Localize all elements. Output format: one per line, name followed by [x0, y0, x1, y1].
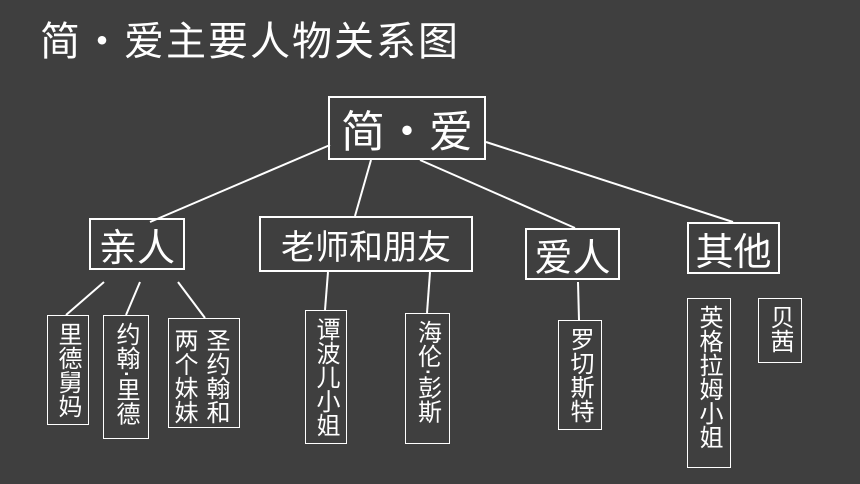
- leaf-text: 谭波儿小姐: [312, 317, 340, 437]
- leaf-text: 罗切斯特: [566, 327, 594, 423]
- category-lover: 爱人: [525, 228, 620, 280]
- root-node: 简・爱: [328, 96, 486, 160]
- link-root-relatives: [149, 144, 331, 223]
- leaf-text-st-john: 圣约翰和: [202, 328, 230, 424]
- category-others: 其他: [687, 222, 780, 274]
- leaf-text: 约翰·里德: [112, 322, 140, 426]
- link-lover-leaf1: [577, 281, 580, 321]
- leaf-john-reed: 约翰·里德: [103, 315, 149, 439]
- link-root-teachers: [354, 159, 372, 217]
- leaf-text-sisters: 两个妹妹: [170, 328, 198, 424]
- leaf-text: 海伦·彭斯: [413, 320, 442, 424]
- page-title: 简・爱主要人物关系图: [40, 19, 460, 65]
- link-relatives-leaf3: [177, 281, 206, 319]
- category-relatives: 亲人: [89, 218, 185, 270]
- leaf-bessie: 贝茜: [758, 298, 802, 363]
- leaf-aunt-reed: 里德舅妈: [47, 315, 89, 425]
- link-relatives-leaf1: [65, 281, 105, 316]
- link-relatives-leaf2: [125, 281, 141, 316]
- leaf-miss-temple: 谭波儿小姐: [305, 310, 347, 444]
- link-teachers-leaf1: [324, 271, 329, 311]
- leaf-miss-ingram: 英格拉姆小姐: [687, 298, 731, 468]
- leaf-sisters-st-john: 两个妹妹 圣约翰和: [168, 318, 240, 428]
- link-root-lover: [419, 159, 576, 229]
- category-teachers-friends: 老师和朋友: [259, 216, 473, 272]
- link-teachers-leaf2: [426, 271, 431, 314]
- leaf-rochester: 罗切斯特: [558, 320, 602, 430]
- leaf-text: 贝茜: [766, 305, 794, 353]
- leaf-helen-burns: 海伦·彭斯: [405, 313, 450, 444]
- leaf-text: 里德舅妈: [54, 322, 82, 418]
- link-root-others: [485, 141, 734, 223]
- leaf-text: 英格拉姆小姐: [695, 305, 723, 449]
